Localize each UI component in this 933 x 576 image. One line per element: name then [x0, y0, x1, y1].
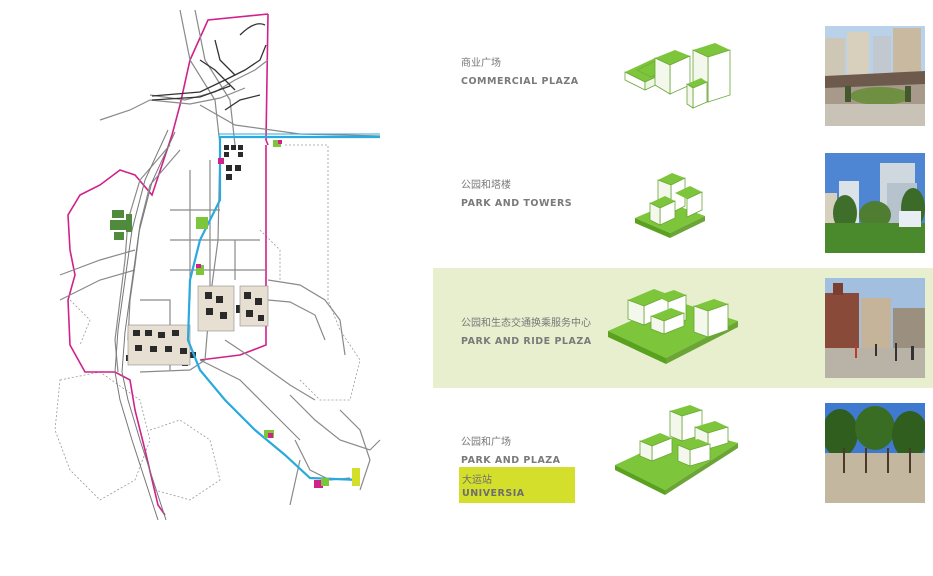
green-building-cluster	[110, 210, 132, 240]
park-towers-photo	[825, 153, 925, 253]
entry-cn-label: 公园和生态交通换乘服务中心	[461, 318, 591, 329]
road-network	[59, 9, 381, 506]
entry-en-label: PARK AND TOWERS	[461, 198, 573, 209]
entry-commercial-plaza-title: 商业广场 COMMERCIAL PLAZA	[461, 57, 579, 88]
station-universia-label: 大运站 UNIVERSIA	[459, 467, 575, 503]
park-and-plaza-photo	[825, 403, 925, 503]
park-and-ride-model	[608, 289, 738, 364]
entry-cn-label: 公园和广场	[461, 437, 511, 448]
site-plan-map	[54, 9, 381, 520]
park-and-ride-photo	[825, 278, 925, 378]
entry-cn-label: 商业广场	[461, 58, 501, 69]
highway-interchange	[151, 23, 267, 111]
park-towers-model	[635, 173, 705, 238]
station-cn-label: 大运站	[462, 475, 492, 486]
commercial-plaza-photo	[825, 26, 925, 126]
entry-park-plaza-title: 公园和广场 PARK AND PLAZA	[461, 436, 561, 467]
entry-park-ride-title: 公园和生态交通换乘服务中心 PARK AND RIDE PLAZA	[461, 317, 592, 348]
transit-line	[186, 135, 380, 482]
park-and-plaza-model	[615, 405, 738, 495]
entry-en-label: COMMERCIAL PLAZA	[461, 76, 579, 87]
commercial-plaza-model	[624, 43, 731, 109]
entry-park-towers-title: 公园和塔楼 PARK AND TOWERS	[461, 179, 572, 210]
entry-cn-label: 公园和塔楼	[461, 180, 511, 191]
entry-en-label: PARK AND PLAZA	[461, 455, 561, 466]
district-boundary	[67, 13, 269, 516]
station-markers	[196, 140, 360, 488]
station-en-label: UNIVERSIA	[462, 488, 525, 499]
entry-en-label: PARK AND RIDE PLAZA	[461, 336, 592, 347]
rail-corridor	[114, 129, 176, 520]
